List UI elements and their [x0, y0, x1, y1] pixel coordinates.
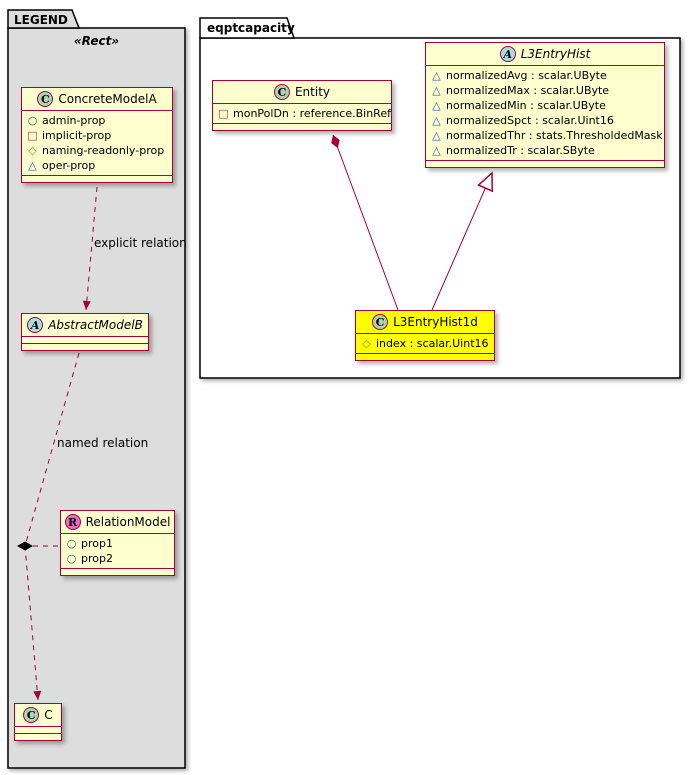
visibility-icon [431, 115, 442, 126]
class-icon: C [273, 84, 290, 100]
visibility-icon [27, 145, 38, 156]
class-methods-empty [426, 160, 664, 167]
class-methods-empty [213, 123, 391, 130]
visibility-icon [431, 70, 442, 81]
attribute-row: prop2 [66, 551, 168, 566]
attribute-text: prop2 [81, 552, 113, 565]
class-name: AbstractModelB [48, 318, 143, 332]
class-methods-empty [61, 568, 174, 575]
attribute-row: monPolDn : reference.BinRef [218, 106, 391, 121]
attribute-row: normalizedAvg : scalar.UByte [431, 68, 658, 83]
edge-explicit-relation [82, 186, 98, 311]
class-attributes: prop1 prop2 [61, 533, 174, 568]
attribute-row: oper-prop [27, 158, 166, 173]
attribute-row: implicit-prop [27, 128, 166, 143]
abstract-class-icon: A [27, 317, 44, 333]
class-name: Entity [294, 85, 331, 99]
class-name: L3EntryHist [520, 47, 591, 61]
class-l3entryhist: A L3EntryHist normalizedAvg : scalar.UBy… [425, 42, 665, 168]
attribute-text: naming-readonly-prop [42, 144, 165, 157]
class-attributes-empty [22, 336, 148, 343]
attribute-row: normalizedSpct : scalar.Uint16 [431, 113, 658, 128]
class-header: R RelationModel [61, 511, 174, 533]
class-header: A L3EntryHist [426, 43, 664, 65]
class-abstractmodelb: A AbstractModelB [21, 313, 149, 351]
attribute-row: normalizedThr : stats.ThresholdedMask [431, 128, 663, 143]
visibility-icon [27, 115, 38, 126]
class-c: C C [14, 703, 62, 741]
attribute-text: implicit-prop [42, 129, 112, 142]
legend-package-title: LEGEND [14, 13, 68, 27]
attribute-text: prop1 [81, 537, 113, 550]
edge-generalization-l3entryhist [431, 171, 494, 311]
visibility-icon [431, 100, 442, 111]
class-concretemodela: C ConcreteModelA admin-prop implicit-pro… [21, 87, 173, 183]
attribute-row: normalizedMin : scalar.UByte [431, 98, 658, 113]
attribute-row: prop1 [66, 536, 168, 551]
class-attributes: index : scalar.Uint16 [356, 333, 494, 353]
attribute-row: index : scalar.Uint16 [361, 336, 489, 351]
class-relationmodel: R RelationModel prop1 prop2 [60, 510, 175, 576]
visibility-icon [66, 553, 77, 564]
named-relation-label: named relation [57, 436, 149, 450]
visibility-icon [218, 108, 229, 119]
class-header: A AbstractModelB [22, 314, 148, 336]
class-icon: C [23, 707, 40, 723]
visibility-icon [431, 130, 442, 141]
attribute-text: normalizedTr : scalar.SByte [446, 144, 595, 157]
class-name: RelationModel [85, 515, 171, 529]
attribute-text: oper-prop [42, 159, 96, 172]
attribute-row: admin-prop [27, 113, 166, 128]
association-diamond [17, 541, 33, 551]
class-icon: C [372, 314, 389, 330]
visibility-icon [361, 338, 372, 349]
attribute-text: normalizedMin : scalar.UByte [446, 99, 606, 112]
class-attributes: admin-prop implicit-prop naming-readonly… [22, 110, 172, 175]
attribute-row: naming-readonly-prop [27, 143, 166, 158]
class-attributes: monPolDn : reference.BinRef [213, 103, 391, 123]
attribute-text: normalizedSpct : scalar.Uint16 [446, 114, 614, 127]
relation-class-icon: R [64, 514, 81, 530]
class-methods-empty [15, 733, 61, 740]
class-methods-empty [22, 175, 172, 182]
class-entity: C Entity monPolDn : reference.BinRef [212, 80, 392, 131]
class-methods-empty [22, 343, 148, 350]
edge-composition-entity [331, 134, 399, 311]
attribute-text: index : scalar.Uint16 [376, 337, 489, 350]
class-attributes-empty [15, 726, 61, 733]
attribute-text: normalizedAvg : scalar.UByte [446, 69, 607, 82]
visibility-icon [27, 130, 38, 141]
visibility-icon [66, 538, 77, 549]
attribute-text: admin-prop [42, 114, 106, 127]
class-icon: C [37, 91, 54, 107]
attribute-row: normalizedTr : scalar.SByte [431, 143, 658, 158]
class-name: L3EntryHist1d [393, 315, 478, 329]
legend-stereotype: «Rect» [73, 34, 120, 48]
class-methods-empty [356, 353, 494, 360]
class-header: C Entity [213, 81, 391, 103]
class-attributes: normalizedAvg : scalar.UByte normalizedM… [426, 65, 664, 160]
class-l3entryhist1d: C L3EntryHist1d index : scalar.Uint16 [355, 310, 495, 361]
visibility-icon [431, 145, 442, 156]
visibility-icon [27, 160, 38, 171]
visibility-icon [431, 85, 442, 96]
attribute-text: normalizedMax : scalar.UByte [446, 84, 610, 97]
attribute-text: normalizedThr : stats.ThresholdedMask [446, 129, 663, 142]
class-header: C C [15, 704, 61, 726]
explicit-relation-label: explicit relation [94, 236, 187, 250]
class-header: C ConcreteModelA [22, 88, 172, 110]
class-header: C L3EntryHist1d [356, 311, 494, 333]
eqptcapacity-package-title: eqptcapacity [207, 21, 295, 35]
class-name: C [44, 708, 53, 722]
attribute-text: monPolDn : reference.BinRef [233, 107, 391, 120]
class-name: ConcreteModelA [58, 92, 157, 106]
attribute-row: normalizedMax : scalar.UByte [431, 83, 658, 98]
abstract-class-icon: A [499, 46, 516, 62]
